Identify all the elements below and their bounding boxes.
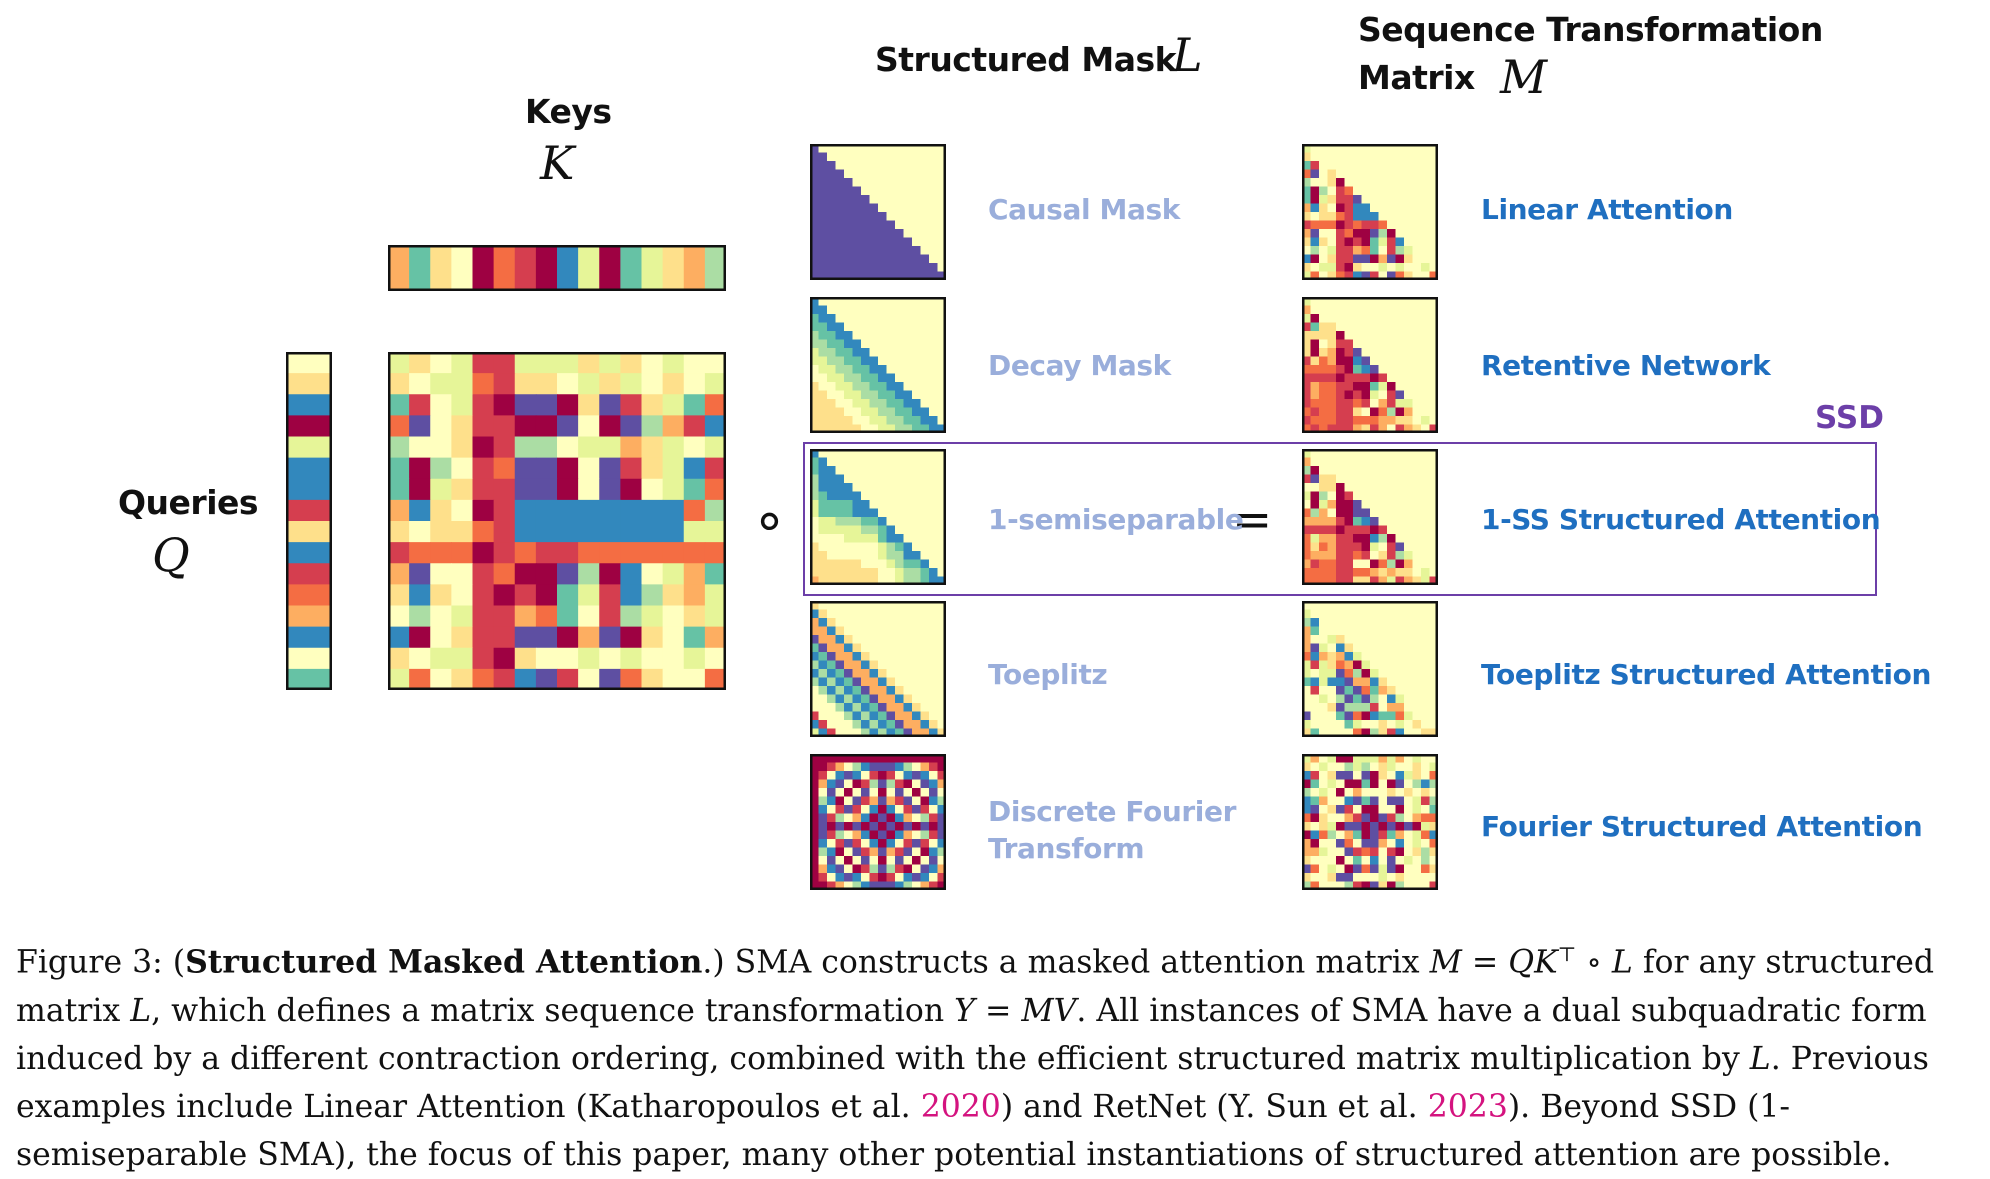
- seq-toeplitz-attention: [1302, 601, 1438, 737]
- queries-heading: Queries: [118, 483, 259, 522]
- caption-symbol-l: L: [130, 992, 152, 1029]
- mask-label-decay: Decay Mask: [988, 349, 1171, 382]
- caption-text: .) SMA constructs a masked attention mat…: [702, 944, 1430, 981]
- sequence-transformation-heading-line2: Matrix: [1358, 58, 1475, 97]
- mask-decay: [810, 297, 946, 433]
- caption-transpose: ⊤: [1557, 942, 1577, 966]
- caption-text: ). Beyond SSD (1-semiseparable SMA), the…: [16, 1088, 1892, 1173]
- seq-linear-attention: [1302, 144, 1438, 280]
- caption-text: , which defines a matrix sequence transf…: [151, 992, 955, 1029]
- citation-link[interactable]: 2020: [920, 1088, 1001, 1125]
- caption-equation-1-tail: ∘ L: [1576, 944, 1633, 981]
- caption-equation-2: Y = MV: [954, 992, 1077, 1029]
- mask-semiseparable: [810, 449, 946, 585]
- mask-toeplitz: [810, 601, 946, 737]
- figure-caption: Figure 3: (Structured Masked Attention.)…: [16, 942, 1935, 1173]
- citation-link[interactable]: 2023: [1427, 1088, 1508, 1125]
- caption-title: Structured Masked Attention: [185, 943, 703, 981]
- caption-text: ) and RetNet (Y. Sun et al.: [1000, 1088, 1428, 1125]
- sequence-label-1ss: 1-SS Structured Attention: [1481, 503, 1881, 536]
- ssd-highlight-box: [803, 442, 1877, 596]
- qk-matrix: [388, 352, 726, 690]
- sequence-label-retentive-network: Retentive Network: [1481, 349, 1771, 382]
- keys-vector: [388, 245, 726, 291]
- sequence-transformation-heading: Sequence Transformation: [1358, 10, 1823, 49]
- caption-label: Figure 3:: [16, 944, 163, 981]
- sequence-transformation-symbol: M: [1500, 50, 1548, 104]
- caption-symbol-l: L: [1749, 1040, 1771, 1077]
- caption-text: . All instances of SMA have a dual subqu…: [16, 992, 1927, 1077]
- seq-1ss-attention: [1302, 449, 1438, 585]
- sequence-label-linear-attention: Linear Attention: [1481, 193, 1733, 226]
- keys-heading: Keys: [525, 92, 612, 131]
- mask-label-dft: Discrete Fourier: [988, 795, 1236, 828]
- hadamard-operator: ∘: [752, 488, 788, 553]
- ssd-tag: SSD: [1815, 400, 1884, 436]
- queries-symbol: Q: [152, 528, 190, 582]
- caption-equation-1: M = QK: [1429, 944, 1558, 981]
- equals-operator: =: [1232, 492, 1273, 548]
- queries-vector: [286, 352, 332, 690]
- seq-fourier-attention: [1302, 754, 1438, 890]
- structured-mask-symbol: L: [1172, 28, 1203, 82]
- mask-label-semiseparable: 1-semiseparable: [988, 503, 1244, 536]
- seq-retentive-network: [1302, 297, 1438, 433]
- sequence-label-toeplitz: Toeplitz Structured Attention: [1481, 658, 1931, 691]
- keys-symbol: K: [540, 136, 575, 190]
- mask-dft: [810, 754, 946, 890]
- caption-text: . Previous examples include Linear Atten…: [16, 1040, 1929, 1125]
- mask-causal: [810, 144, 946, 280]
- mask-label-causal: Causal Mask: [988, 193, 1180, 226]
- sequence-label-fourier: Fourier Structured Attention: [1481, 810, 1923, 843]
- mask-label-dft-line2: Transform: [988, 832, 1145, 865]
- caption-text: for any structured matrix: [16, 944, 1935, 1029]
- mask-label-toeplitz: Toeplitz: [988, 658, 1108, 691]
- structured-mask-heading: Structured Mask: [875, 40, 1177, 79]
